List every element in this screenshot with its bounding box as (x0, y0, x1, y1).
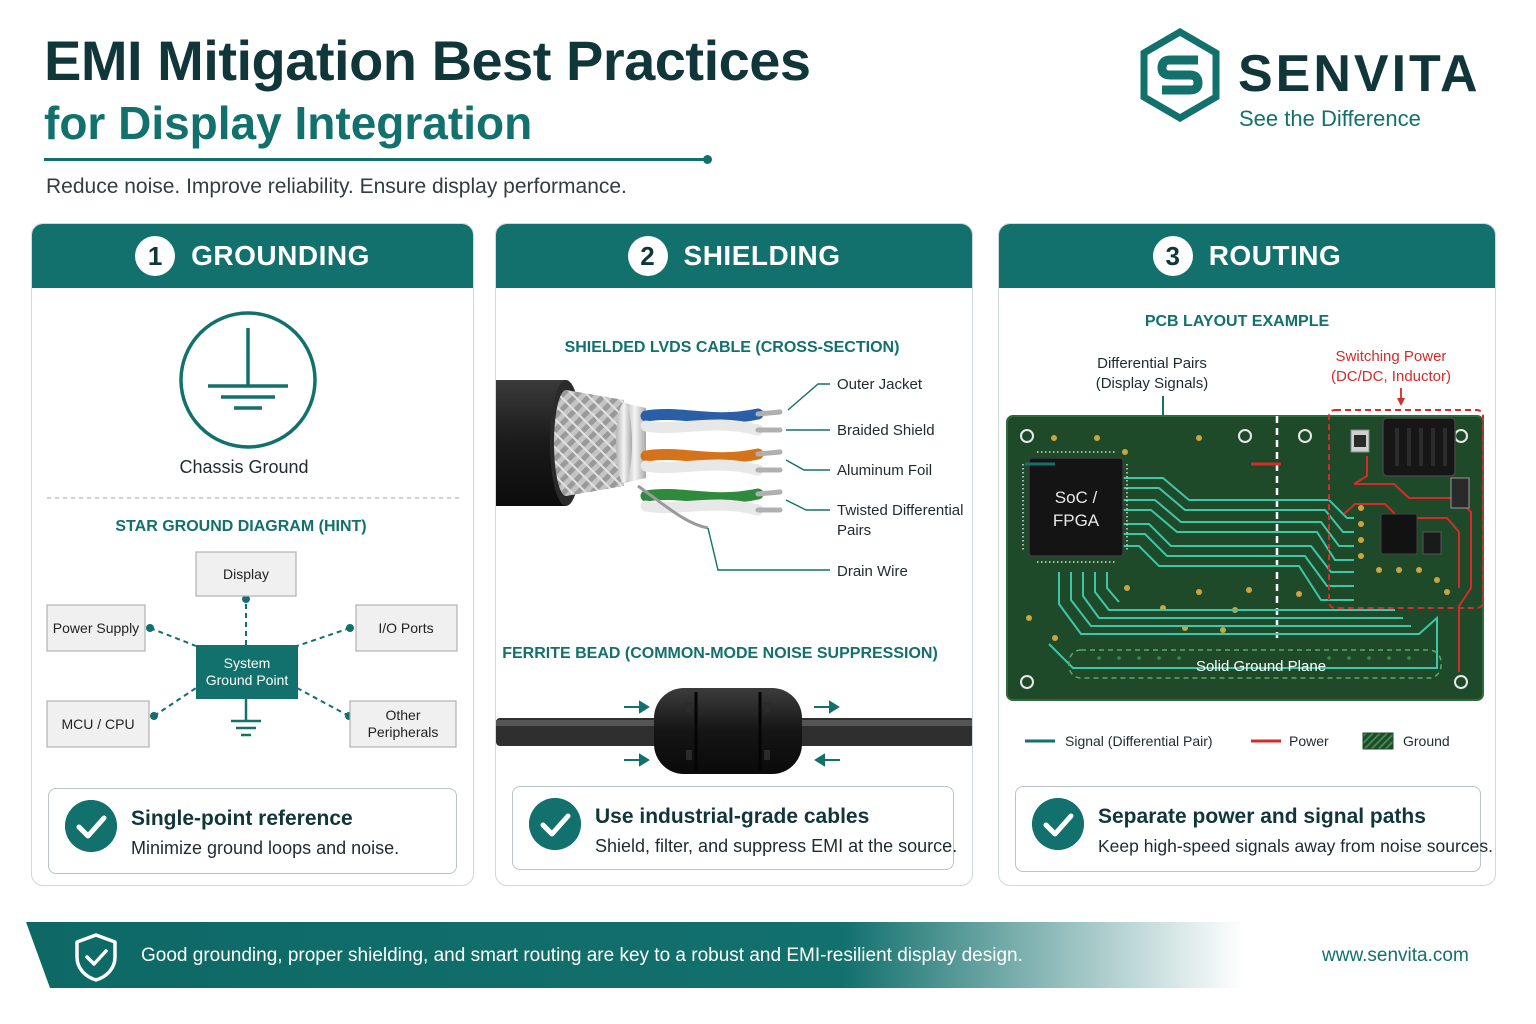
label-braided-shield: Braided Shield (837, 422, 935, 439)
callout-routing: Separate power and signal paths Keep hig… (1015, 786, 1493, 872)
callout-title: Separate power and signal paths (1098, 805, 1426, 828)
node-display: Display (195, 551, 297, 597)
check-circle-icon (529, 798, 581, 850)
page-subtitle-heading: for Display Integration (44, 97, 533, 149)
system-ground-label-2: Ground Point (206, 672, 289, 688)
title-underline-dot (703, 155, 712, 164)
diff-pairs-label-2: (Display Signals) (1096, 375, 1209, 392)
cable-label-leaders (707, 383, 830, 571)
callout-text: Minimize ground loops and noise. (131, 838, 400, 858)
label-outer-jacket: Outer Jacket (837, 376, 923, 393)
step-number-badge: 3 (1152, 236, 1193, 276)
panel-title: SHIELDING (683, 240, 841, 271)
diff-pair-traces (1048, 477, 1438, 669)
node-power-supply: Power Supply (46, 604, 146, 652)
star-ground-connectors (149, 595, 351, 717)
panel-routing: 3 ROUTING PCB LAYOUT EXAMPLE Differentia… (998, 223, 1496, 886)
panel-title: ROUTING (1208, 240, 1342, 271)
switching-power-label-2: (DC/DC, Inductor) (1331, 368, 1451, 385)
grounding-diagram: Chassis Ground STAR GROUND DIAGRAM (HINT… (46, 311, 462, 748)
footer-banner (26, 922, 1510, 988)
inductor-component (1382, 417, 1456, 477)
brand-name: SENVITA (1238, 45, 1481, 103)
routing-diagram: PCB LAYOUT EXAMPLE Differential Pairs (D… (1006, 313, 1484, 701)
legend-ground: Ground (1403, 733, 1450, 749)
check-circle-icon (1032, 798, 1084, 850)
callout-text: Keep high-speed signals away from noise … (1098, 836, 1493, 856)
switching-power-zone (1328, 409, 1484, 609)
node-other-label-1: Other (385, 707, 420, 723)
shield-check-icon (75, 933, 117, 982)
panel-title: GROUNDING (191, 240, 370, 271)
brand-tagline: See the Difference (1239, 106, 1421, 131)
arrow-icons (624, 700, 840, 767)
panel-header-routing: 3 ROUTING (999, 224, 1495, 288)
callout-grounding: Single-point reference Minimize ground l… (48, 788, 457, 874)
step-number-badge: 1 (135, 236, 176, 276)
node-other-peripherals: Other Peripherals (349, 700, 457, 748)
soc-fpga-chip: SoC / FPGA (1022, 451, 1128, 563)
panel-shielding: 2 SHIELDING (495, 223, 973, 886)
senvita-logo-icon (1140, 28, 1220, 122)
label-twisted-pairs-1: Twisted Differential (837, 502, 963, 519)
ferrite-bead-illustration (496, 688, 972, 774)
label-aluminum-foil: Aluminum Foil (837, 462, 932, 479)
page-title: EMI Mitigation Best Practices (44, 29, 811, 92)
footer-message: Good grounding, proper shielding, and sm… (141, 945, 1023, 966)
label-twisted-pairs-2: Pairs (837, 522, 871, 539)
ferrite-title: FERRITE BEAD (COMMON-MODE NOISE SUPPRESS… (502, 645, 938, 662)
star-ground-title: STAR GROUND DIAGRAM (HINT) (115, 518, 366, 535)
node-system-ground: System Ground Point (196, 645, 298, 699)
pcb-section-title: PCB LAYOUT EXAMPLE (1145, 313, 1330, 330)
switching-power-label-1: Switching Power (1336, 348, 1447, 365)
legend-power: Power (1289, 733, 1329, 749)
title-underline (44, 158, 708, 161)
cable-title: SHIELDED LVDS CABLE (CROSS-SECTION) (565, 339, 900, 356)
node-io-ports: I/O Ports (355, 604, 458, 652)
node-power-supply-label: Power Supply (53, 620, 139, 636)
callout-title: Single-point reference (131, 807, 353, 830)
regulator-ic (1380, 513, 1418, 555)
pcb-board: SoC / FPGA (1006, 392, 1484, 701)
node-display-label: Display (223, 566, 269, 582)
callout-title: Use industrial-grade cables (595, 805, 870, 828)
panel-header-shielding: 2 SHIELDING (496, 224, 972, 288)
mounting-holes (1020, 429, 1468, 689)
system-ground-label-1: System (224, 655, 271, 671)
node-mcu-cpu: MCU / CPU (46, 700, 150, 748)
footer-website-link[interactable]: www.senvita.com (1322, 945, 1469, 966)
diode-component (1450, 477, 1470, 509)
chassis-ground-label: Chassis Ground (179, 457, 308, 477)
routing-legend: Signal (Differential Pair) Power Ground (1025, 732, 1450, 750)
chip-label-2: FPGA (1053, 511, 1100, 530)
node-other-label-2: Peripherals (368, 724, 439, 740)
panel-header-grounding: 1 GROUNDING (32, 224, 473, 288)
diff-pairs-label-1: Differential Pairs (1097, 355, 1207, 372)
node-io-ports-label: I/O Ports (378, 620, 433, 636)
step-number-badge: 2 (627, 236, 668, 276)
callout-shielding: Use industrial-grade cables Shield, filt… (512, 786, 958, 870)
callout-text: Shield, filter, and suppress EMI at the … (595, 836, 958, 856)
ground-plane-outline (1068, 649, 1442, 679)
check-circle-icon (65, 800, 117, 852)
shielding-diagram: SHIELDED LVDS CABLE (CROSS-SECTION) (496, 339, 972, 774)
node-mcu-cpu-label: MCU / CPU (61, 716, 134, 732)
chip-label-1: SoC / (1055, 488, 1098, 507)
panel-grounding: 1 GROUNDING Chassis Ground STAR GROUND D… (31, 223, 474, 886)
tagline-text: Reduce noise. Improve reliability. Ensur… (46, 175, 627, 198)
legend-signal: Signal (Differential Pair) (1065, 733, 1213, 749)
label-drain-wire: Drain Wire (837, 563, 908, 580)
chassis-ground-icon (179, 311, 317, 449)
lvds-cable-illustration (496, 380, 783, 530)
ground-plane-label: Solid Ground Plane (1196, 658, 1326, 675)
ground-symbol-icon (231, 699, 261, 737)
